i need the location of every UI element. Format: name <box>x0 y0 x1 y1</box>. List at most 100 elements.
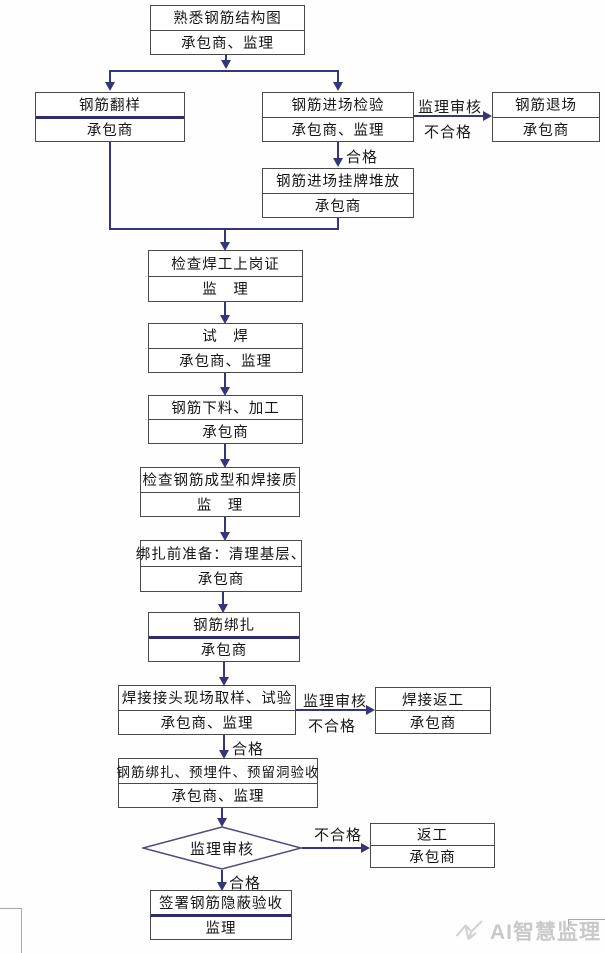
node-welder-cert: 检查焊工上岗证 监 理 <box>148 250 303 302</box>
node-role: 承包商、监理 <box>151 29 304 55</box>
connector-line <box>223 735 225 750</box>
arrowhead-down <box>219 750 229 759</box>
node-title: 返工 <box>417 828 448 844</box>
node-exit-site: 钢筋退场 承包商 <box>492 92 600 142</box>
node-role: 承包商 <box>36 115 184 142</box>
connector-line <box>109 70 339 72</box>
node-binding-prep: 绑扎前准备：清理基层、 承包商 <box>135 540 307 592</box>
connector-line <box>225 55 227 61</box>
page-corner-mark <box>21 908 22 953</box>
node-title: 绑扎前准备：清理基层、 <box>135 546 307 563</box>
arrowhead-down <box>333 158 343 167</box>
page-corner-mark <box>568 919 569 931</box>
node-title: 试 焊 <box>202 329 249 346</box>
page-corner-mark <box>568 919 605 920</box>
arrowhead-down <box>220 242 230 251</box>
connector-line <box>224 228 226 242</box>
node-role: 承包商、监理 <box>119 709 295 735</box>
node-joint-sampling: 焊接接头现场取样、试验 承包商、监理 <box>118 685 296 735</box>
node-weld-rework: 焊接返工 承包商 <box>375 687 491 734</box>
node-tag-stacking: 钢筋进场挂牌堆放 承包商 <box>262 168 414 218</box>
diamond-shape <box>140 826 304 870</box>
arrowhead-right <box>366 705 375 715</box>
node-review-diamond: 监理审核 <box>140 826 304 870</box>
node-role: 承包商、监理 <box>119 782 317 808</box>
arrowhead-down <box>220 459 230 468</box>
connector-line <box>337 70 339 82</box>
connector-line <box>221 808 223 818</box>
connector-line <box>337 142 339 158</box>
node-role: 承包商 <box>263 192 413 218</box>
connector-line <box>223 662 225 677</box>
connector-line <box>224 373 226 387</box>
node-sign-acceptance: 签署钢筋隐蔽验收 监理 <box>150 890 292 940</box>
node-cutting-processing: 钢筋下料、加工 承包商 <box>148 395 303 444</box>
node-role: 监 理 <box>149 275 302 302</box>
connector-line <box>109 70 111 82</box>
node-title: 钢筋进场检验 <box>291 98 385 115</box>
branch-fail-label: 不合格 <box>314 827 363 844</box>
branch-review-label: 监理审核 <box>303 693 368 710</box>
node-title: 熟悉钢筋结构图 <box>173 11 282 28</box>
branch-pass-label: 合格 <box>346 149 379 166</box>
node-role: 承包商 <box>149 635 299 662</box>
branch-fail-label: 不合格 <box>308 718 357 735</box>
arrowhead-down <box>333 82 343 91</box>
node-incoming-inspection: 钢筋进场检验 承包商、监理 <box>262 92 414 142</box>
node-lofting: 钢筋翻样 承包商 <box>35 92 185 142</box>
node-role: 承包商、监理 <box>263 116 413 142</box>
arrowhead-down <box>220 532 230 541</box>
watermark-bird-icon <box>455 920 483 941</box>
node-title: 钢筋绑扎、预埋件、预留洞验收 <box>116 764 320 780</box>
page-corner-mark <box>0 908 22 909</box>
node-title: 焊接返工 <box>402 692 464 709</box>
node-familiarize: 熟悉钢筋结构图 承包商、监理 <box>150 5 305 55</box>
connector-line <box>302 847 361 849</box>
connector-line <box>224 517 226 532</box>
node-role: 承包商 <box>149 419 302 443</box>
node-title: 签署钢筋隐蔽验收 <box>159 895 283 912</box>
connector-line <box>109 142 111 229</box>
node-role: 承包商 <box>493 116 599 142</box>
arrowhead-down <box>217 882 227 891</box>
watermark-text: AI智慧监理 <box>490 921 601 944</box>
connector-line <box>224 302 226 315</box>
connector-line <box>224 444 226 459</box>
arrowhead-down <box>217 818 227 827</box>
connector-line <box>337 218 339 229</box>
branch-pass-label: 合格 <box>229 875 262 892</box>
branch-fail-label: 不合格 <box>424 124 473 141</box>
node-title: 钢筋绑扎 <box>193 617 255 634</box>
arrowhead-down <box>220 315 230 324</box>
node-title: 钢筋下料、加工 <box>171 401 280 417</box>
node-role: 承包商 <box>371 845 494 867</box>
arrowhead-down <box>221 60 231 69</box>
connector-line <box>222 592 224 604</box>
node-title: 检查焊工上岗证 <box>171 256 280 273</box>
node-role: 监理 <box>151 913 291 940</box>
node-title: 钢筋进场挂牌堆放 <box>276 174 400 191</box>
branch-pass-label: 合格 <box>232 741 265 758</box>
node-binding: 钢筋绑扎 承包商 <box>148 612 300 662</box>
node-check-forming: 检查钢筋成型和焊接质 监 理 <box>140 467 300 517</box>
node-role: 承包商 <box>141 565 301 592</box>
node-title: 钢筋翻样 <box>79 97 141 114</box>
arrowhead-down <box>219 677 229 686</box>
node-role: 承包商、监理 <box>149 347 302 373</box>
arrowhead-down <box>105 82 115 91</box>
node-title: 钢筋退场 <box>515 98 577 115</box>
node-binding-acceptance: 钢筋绑扎、预埋件、预留洞验收 承包商、监理 <box>116 758 320 808</box>
node-role: 监 理 <box>141 491 299 517</box>
node-title: 焊接接头现场取样、试验 <box>121 691 293 708</box>
connector-line <box>221 870 223 882</box>
node-title: 检查钢筋成型和焊接质 <box>142 473 298 490</box>
branch-review-label: 监理审核 <box>418 99 483 116</box>
arrowhead-right <box>361 843 370 853</box>
node-role: 承包商 <box>376 710 490 733</box>
connector-line <box>296 709 366 711</box>
connector-line <box>414 115 483 117</box>
arrowhead-down <box>218 604 228 613</box>
node-rework: 返工 承包商 <box>370 823 495 868</box>
arrowhead-down <box>220 387 230 396</box>
